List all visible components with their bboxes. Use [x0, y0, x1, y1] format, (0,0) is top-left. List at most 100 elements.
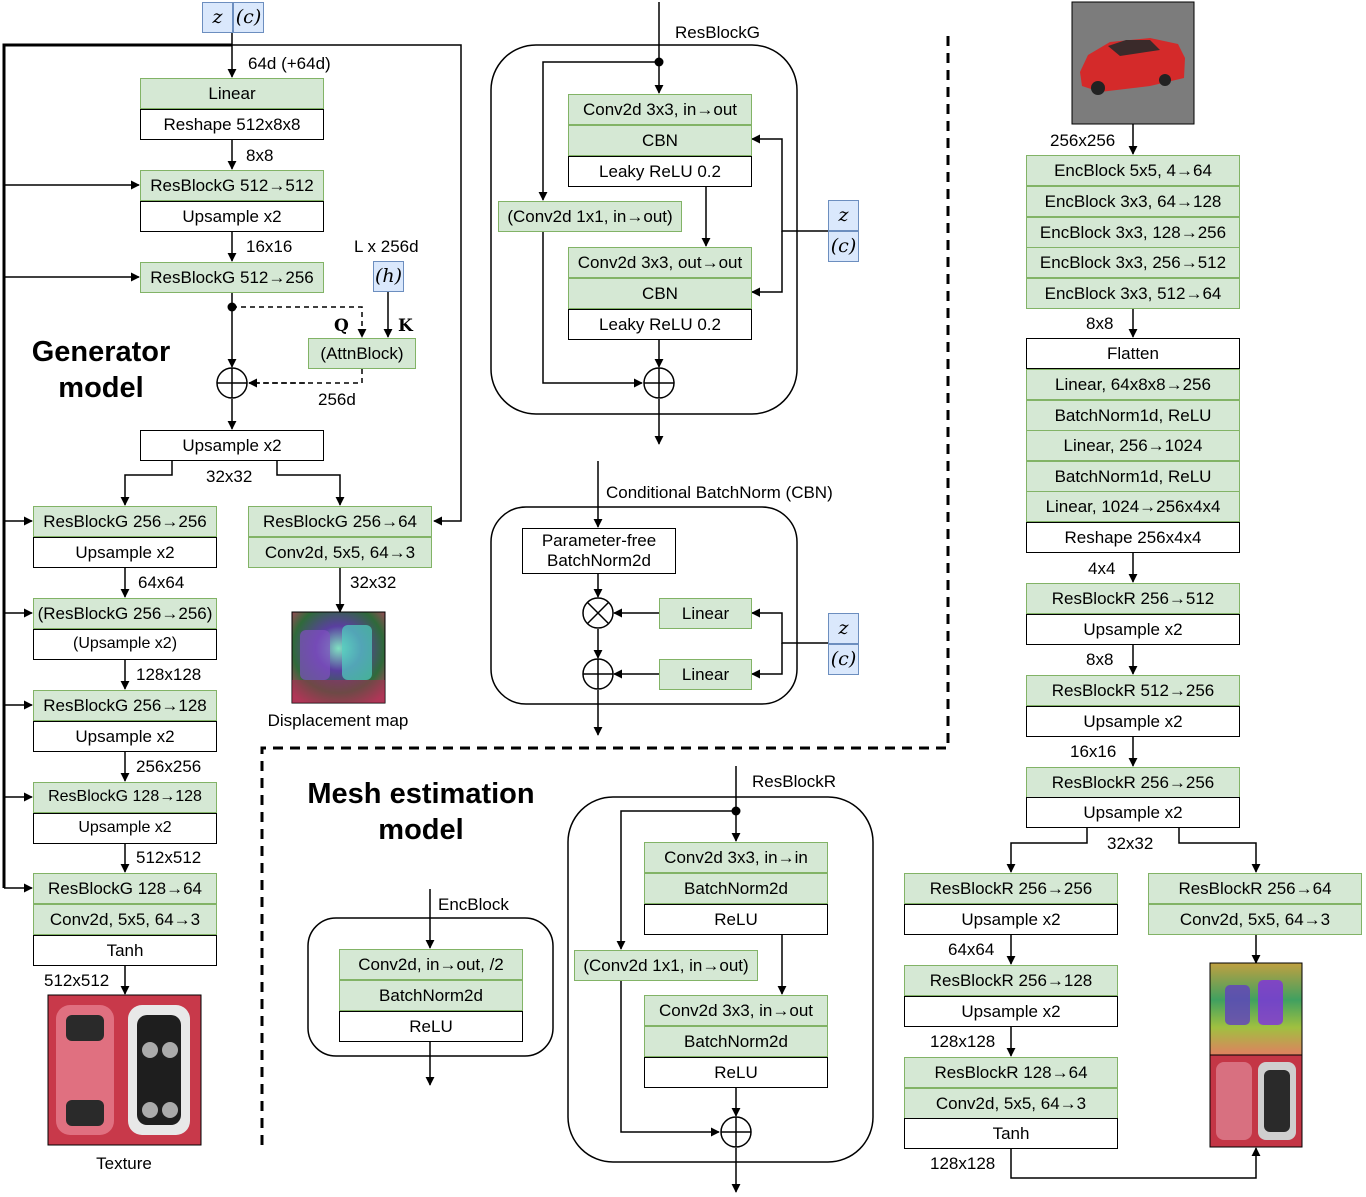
h-input: (h) [373, 261, 404, 292]
encblock-title: EncBlock [438, 895, 509, 914]
size-label: 8x8 [246, 146, 274, 165]
size-label: 4x4 [1088, 559, 1116, 578]
query-label: Q [334, 316, 349, 336]
split-dot [731, 806, 741, 816]
size-label: 512x512 [44, 971, 110, 990]
resblockg-layer: ResBlockG 256→64 [248, 506, 432, 537]
resblockr-layer: ResBlockR 256→256 [1026, 767, 1240, 798]
batchnorm-layer: BatchNorm2d [644, 873, 828, 904]
encblock-layer: EncBlock 3x3, 512→64 [1026, 278, 1240, 309]
linear-layer: Linear [659, 598, 752, 629]
dim-label: 64d (+64d) [248, 54, 331, 73]
linear-layer: Linear, 256→1024 [1026, 430, 1240, 461]
upsample-layer: Upsample x2 [140, 430, 324, 461]
mesh-estimation-title: Mesh estimation model [307, 778, 535, 847]
resblockg-layer: ResBlockG 512→256 [140, 262, 324, 293]
upsample-layer: Upsample x2 [1026, 614, 1240, 645]
resblockr-layer: ResBlockR 256→512 [1026, 583, 1240, 614]
z-input: z [828, 613, 859, 644]
flatten-layer: Flatten [1026, 338, 1240, 369]
activation-layer: ReLU [339, 1011, 523, 1042]
attention-block: (AttnBlock) [308, 338, 416, 369]
reshape-layer: Reshape 512x8x8 [140, 109, 324, 140]
c-input: (c) [233, 2, 264, 33]
resblockg-title: ResBlockG [675, 23, 761, 42]
upsample-layer: Upsample x2 [33, 721, 217, 752]
resblockg-layer: (ResBlockG 256→256) [33, 598, 217, 629]
c-input: (c) [828, 231, 859, 262]
size-label: 32x32 [1107, 834, 1154, 853]
resblockr-container [567, 796, 874, 1163]
cbn-layer: CBN [568, 125, 752, 156]
resblockr-layer: ResBlockR 256→64 [1148, 873, 1362, 904]
size-label: 128x128 [136, 665, 202, 684]
upsample-layer: Upsample x2 [140, 201, 324, 232]
batchnorm-layer: BatchNorm2d [644, 1026, 828, 1057]
resblockr-title: ResBlockR [752, 772, 837, 791]
generator-title: Generator model [31, 336, 171, 405]
sum-operator [643, 367, 675, 399]
sum-operator [720, 1116, 752, 1148]
size-label: 8x8 [1086, 314, 1114, 333]
size-label: 64x64 [948, 940, 995, 959]
conv-layer: Conv2d 3x3, in→in [644, 842, 828, 873]
predicted-texture-image [1209, 1054, 1303, 1148]
batchnorm-layer: Parameter-free BatchNorm2d [522, 528, 676, 574]
size-label: 128x128 [930, 1032, 996, 1051]
linear-layer: Linear, 64x8x8→256 [1026, 369, 1240, 400]
section-divider [260, 36, 950, 1148]
linear-layer: Linear [140, 78, 324, 109]
split-dot [227, 302, 237, 312]
predicted-displacement-image [1209, 962, 1303, 1056]
resblockr-layer: ResBlockR 256→256 [904, 873, 1118, 904]
resblockg-container [490, 44, 798, 415]
upsample-layer: Upsample x2 [33, 813, 217, 844]
size-label: 16x16 [1070, 742, 1117, 761]
conv-output-layer: Conv2d, 5x5, 64→3 [1148, 904, 1362, 935]
upsample-layer: Upsample x2 [1026, 706, 1240, 737]
size-label: 128x128 [930, 1154, 996, 1173]
conv-output-layer: Conv2d, 5x5, 64→3 [904, 1088, 1118, 1119]
batchnorm-layer: BatchNorm1d, ReLU [1026, 400, 1240, 431]
upsample-layer: Upsample x2 [33, 537, 217, 568]
conv-layer: Conv2d 3x3, in→out [568, 94, 752, 125]
resblockg-layer: ResBlockG 128→128 [33, 782, 217, 813]
upsample-layer: Upsample x2 [904, 904, 1118, 935]
encblock-layer: EncBlock 3x3, 64→128 [1026, 186, 1240, 217]
sum-operator [582, 658, 614, 690]
conv-layer: Conv2d 3x3, in→out [644, 995, 828, 1026]
cbn-container [490, 506, 798, 705]
tanh-layer: Tanh [33, 935, 217, 966]
encblock-layer: EncBlock 5x5, 4→64 [1026, 155, 1240, 186]
resblockr-layer: ResBlockR 512→256 [1026, 675, 1240, 706]
skip-conv-layer: (Conv2d 1x1, in→out) [574, 950, 758, 981]
input-car-image [1071, 1, 1195, 125]
size-label: 32x32 [206, 467, 253, 486]
resblockr-layer: ResBlockR 256→128 [904, 965, 1118, 996]
activation-layer: Leaky ReLU 0.2 [568, 156, 752, 187]
dim-label: 256d [318, 390, 356, 409]
resblockr-layer: ResBlockR 128→64 [904, 1057, 1118, 1088]
size-label: 8x8 [1086, 650, 1114, 669]
split-dot [654, 57, 664, 67]
displacement-map-image [291, 611, 386, 704]
encblock-layer: EncBlock 3x3, 128→256 [1026, 217, 1240, 248]
z-input: z [202, 2, 233, 33]
dim-label: L x 256d [354, 237, 419, 256]
conv-layer: Conv2d 3x3, out→out [568, 247, 752, 278]
activation-layer: ReLU [644, 1057, 828, 1088]
z-input: z [828, 200, 859, 231]
activation-layer: Leaky ReLU 0.2 [568, 309, 752, 340]
size-label: 256x256 [136, 757, 202, 776]
linear-layer: Linear, 1024→256x4x4 [1026, 491, 1240, 522]
upsample-layer: (Upsample x2) [33, 629, 217, 660]
conv-output-layer: Conv2d, 5x5, 64→3 [33, 904, 217, 935]
texture-label: Texture [96, 1154, 152, 1173]
upsample-layer: Upsample x2 [904, 996, 1118, 1027]
cbn-title: Conditional BatchNorm (CBN) [606, 483, 833, 502]
reshape-layer: Reshape 256x4x4 [1026, 522, 1240, 553]
texture-image [47, 994, 202, 1146]
linear-layer: Linear [659, 659, 752, 690]
resblockg-layer: ResBlockG 512→512 [140, 170, 324, 201]
